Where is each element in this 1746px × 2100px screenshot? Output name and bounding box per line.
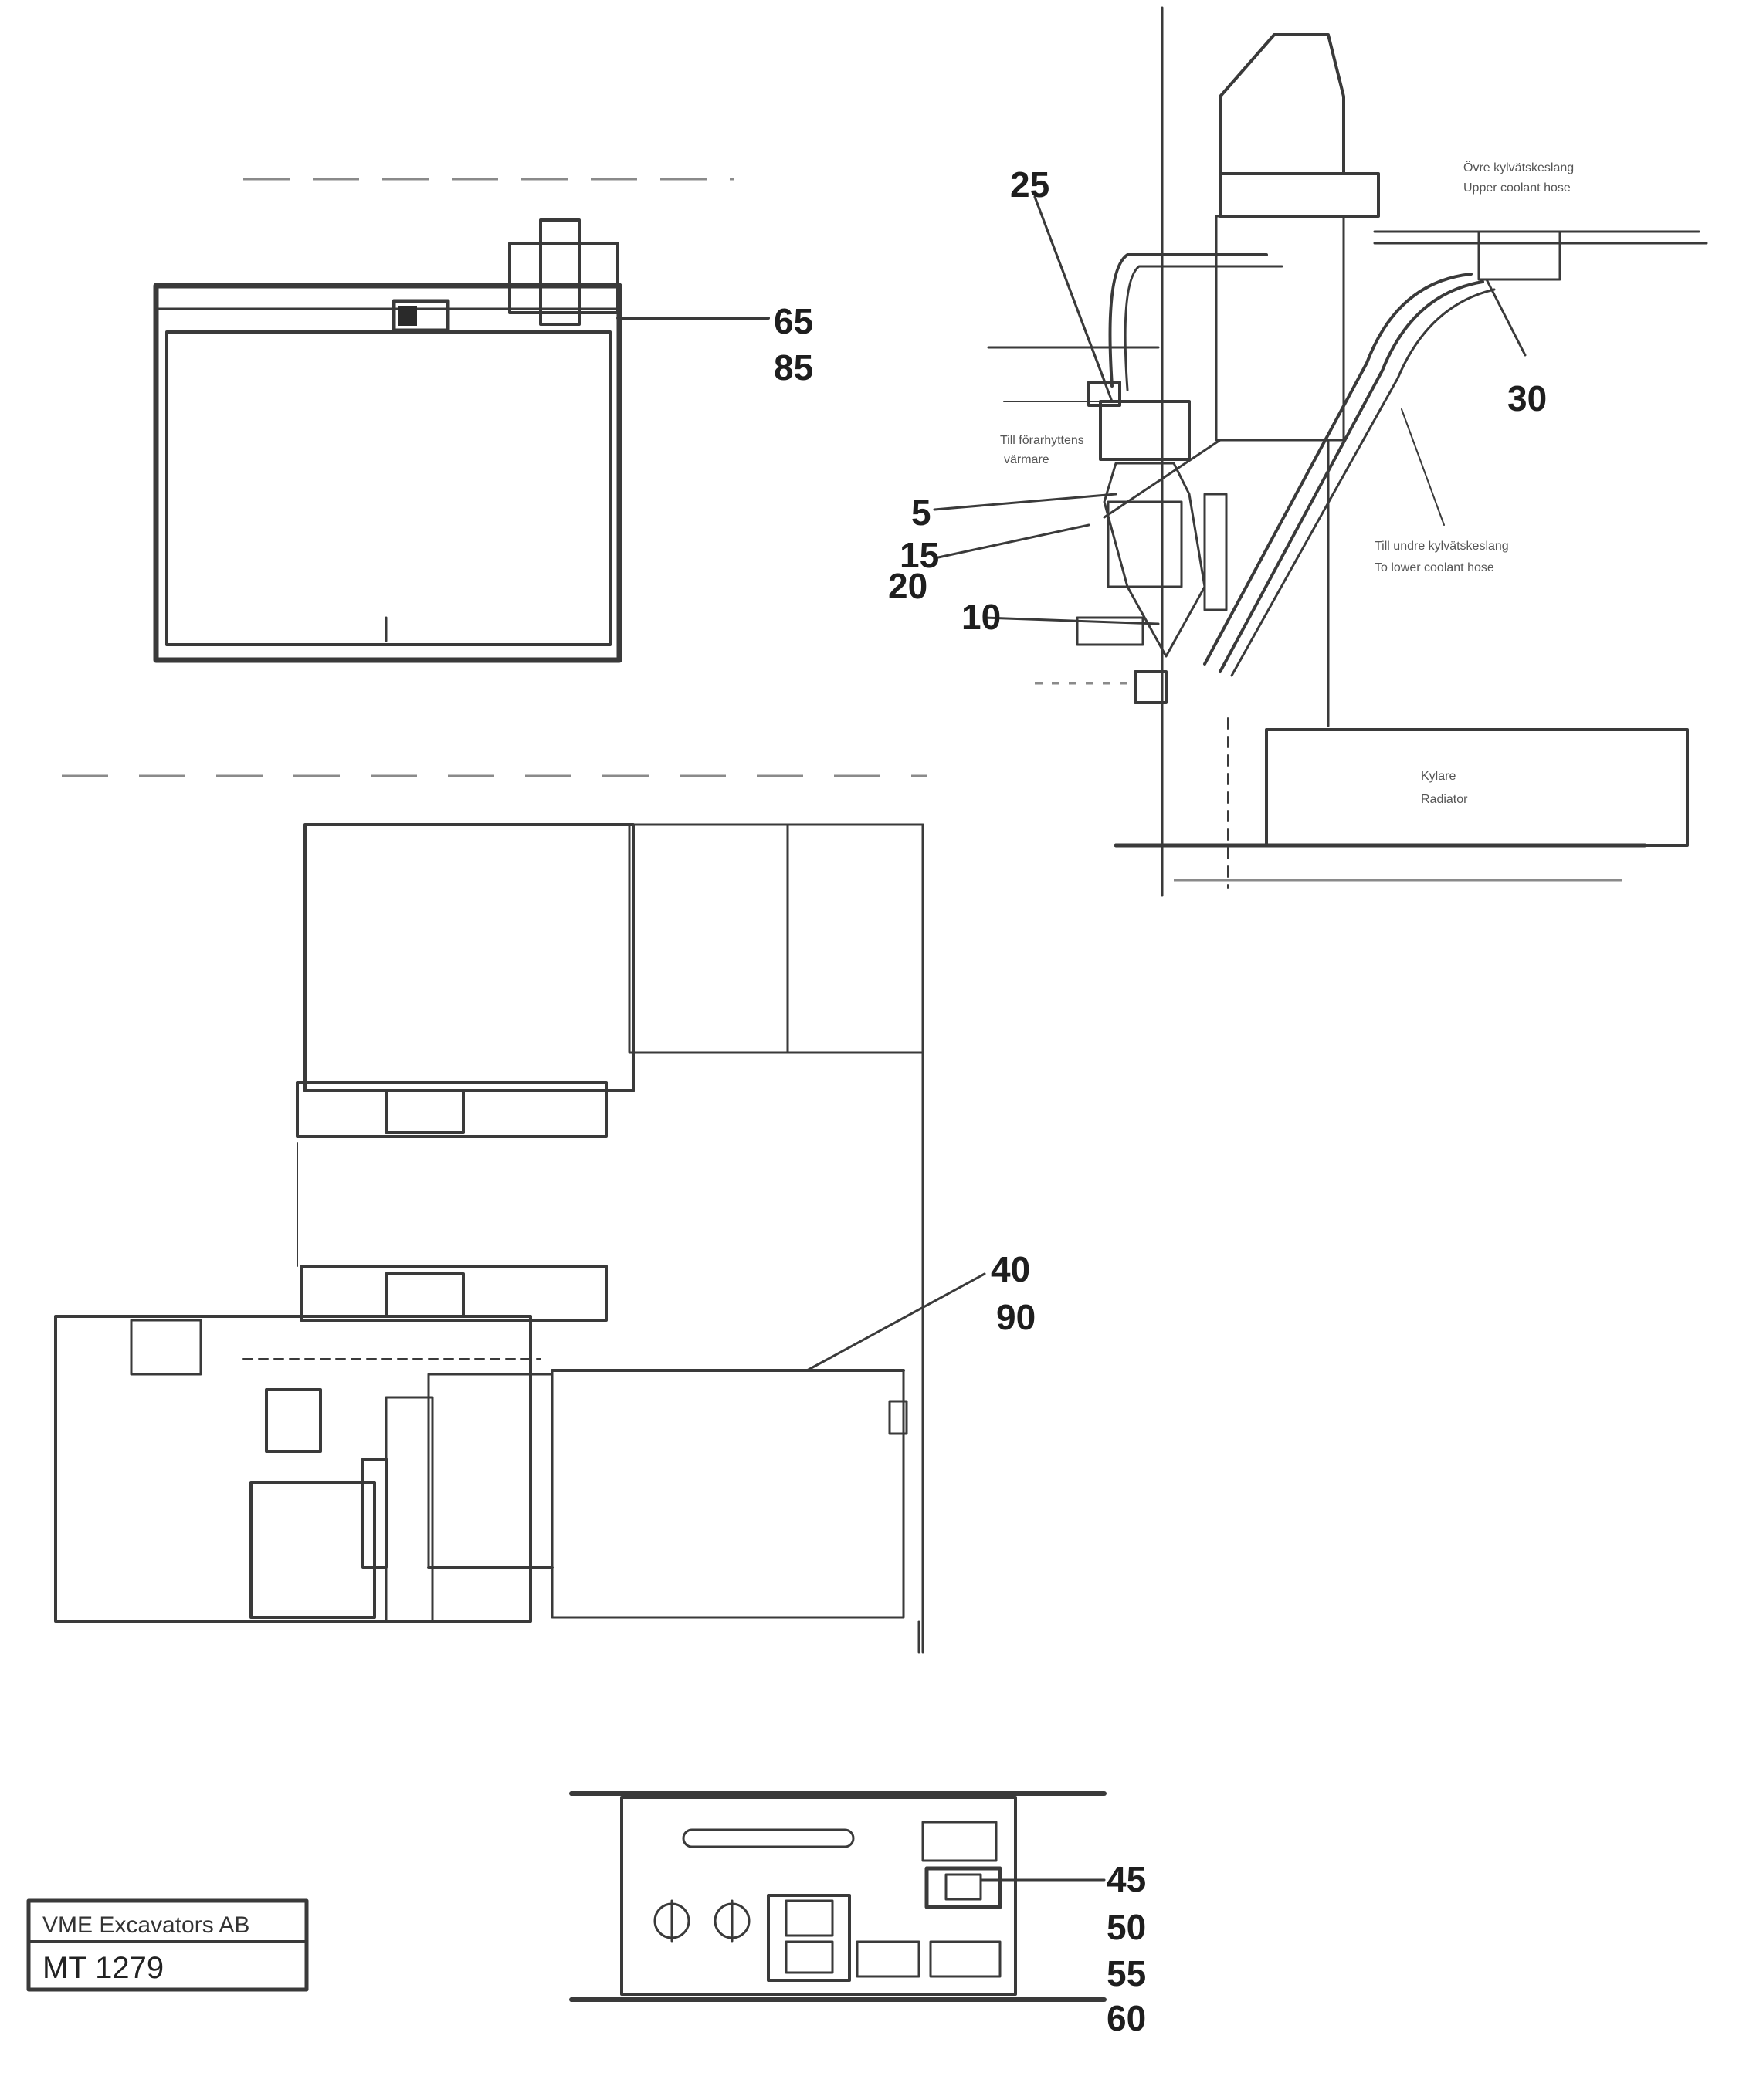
callout-55: 55 [1107,1953,1146,1993]
heater-note-sv: Till förarhyttens [1000,434,1084,447]
control-panel-view [569,1791,1107,2002]
annotations: Övre kylvätskeslang Upper coolant hose T… [1000,161,1574,806]
callout-45: 45 [1107,1859,1146,1899]
callout-20: 20 [888,566,927,606]
callout-50: 50 [1107,1907,1146,1947]
callouts: 65 85 25 30 5 15 20 10 40 90 45 50 55 60 [774,164,1547,2038]
callout-90: 90 [996,1297,1036,1337]
machine-body-view [54,774,927,1654]
upper-hose-note-sv: Övre kylvätskeslang [1463,161,1574,174]
callout-5: 5 [911,493,931,533]
lower-hose-note-sv: Till undre kylvätskeslang [1375,540,1509,553]
callout-85: 85 [774,347,813,388]
title-block: VME Excavators AB MT 1279 [26,1898,309,1992]
callout-15: 15 [900,535,939,575]
drawing-number: MT 1279 [42,1951,164,1985]
callout-25: 25 [1010,164,1049,205]
lower-hose-note-en: To lower coolant hose [1375,561,1494,574]
leader-lines [805,195,1527,1882]
radiator-label-en: Radiator [1421,793,1468,806]
callout-65: 65 [774,301,813,341]
company-name: VME Excavators AB [42,1912,249,1938]
connector-65 [398,306,417,326]
callout-10: 10 [961,597,1001,637]
callout-30: 30 [1507,378,1547,418]
cooling-system-view [987,6,1708,897]
heater-note-en: värmare [1004,453,1049,466]
radiator-label-sv: Kylare [1421,770,1456,783]
callout-60: 60 [1107,1998,1146,2038]
upper-hose-note-en: Upper coolant hose [1463,181,1571,195]
top-left-view [153,178,770,663]
callout-40: 40 [991,1249,1030,1289]
